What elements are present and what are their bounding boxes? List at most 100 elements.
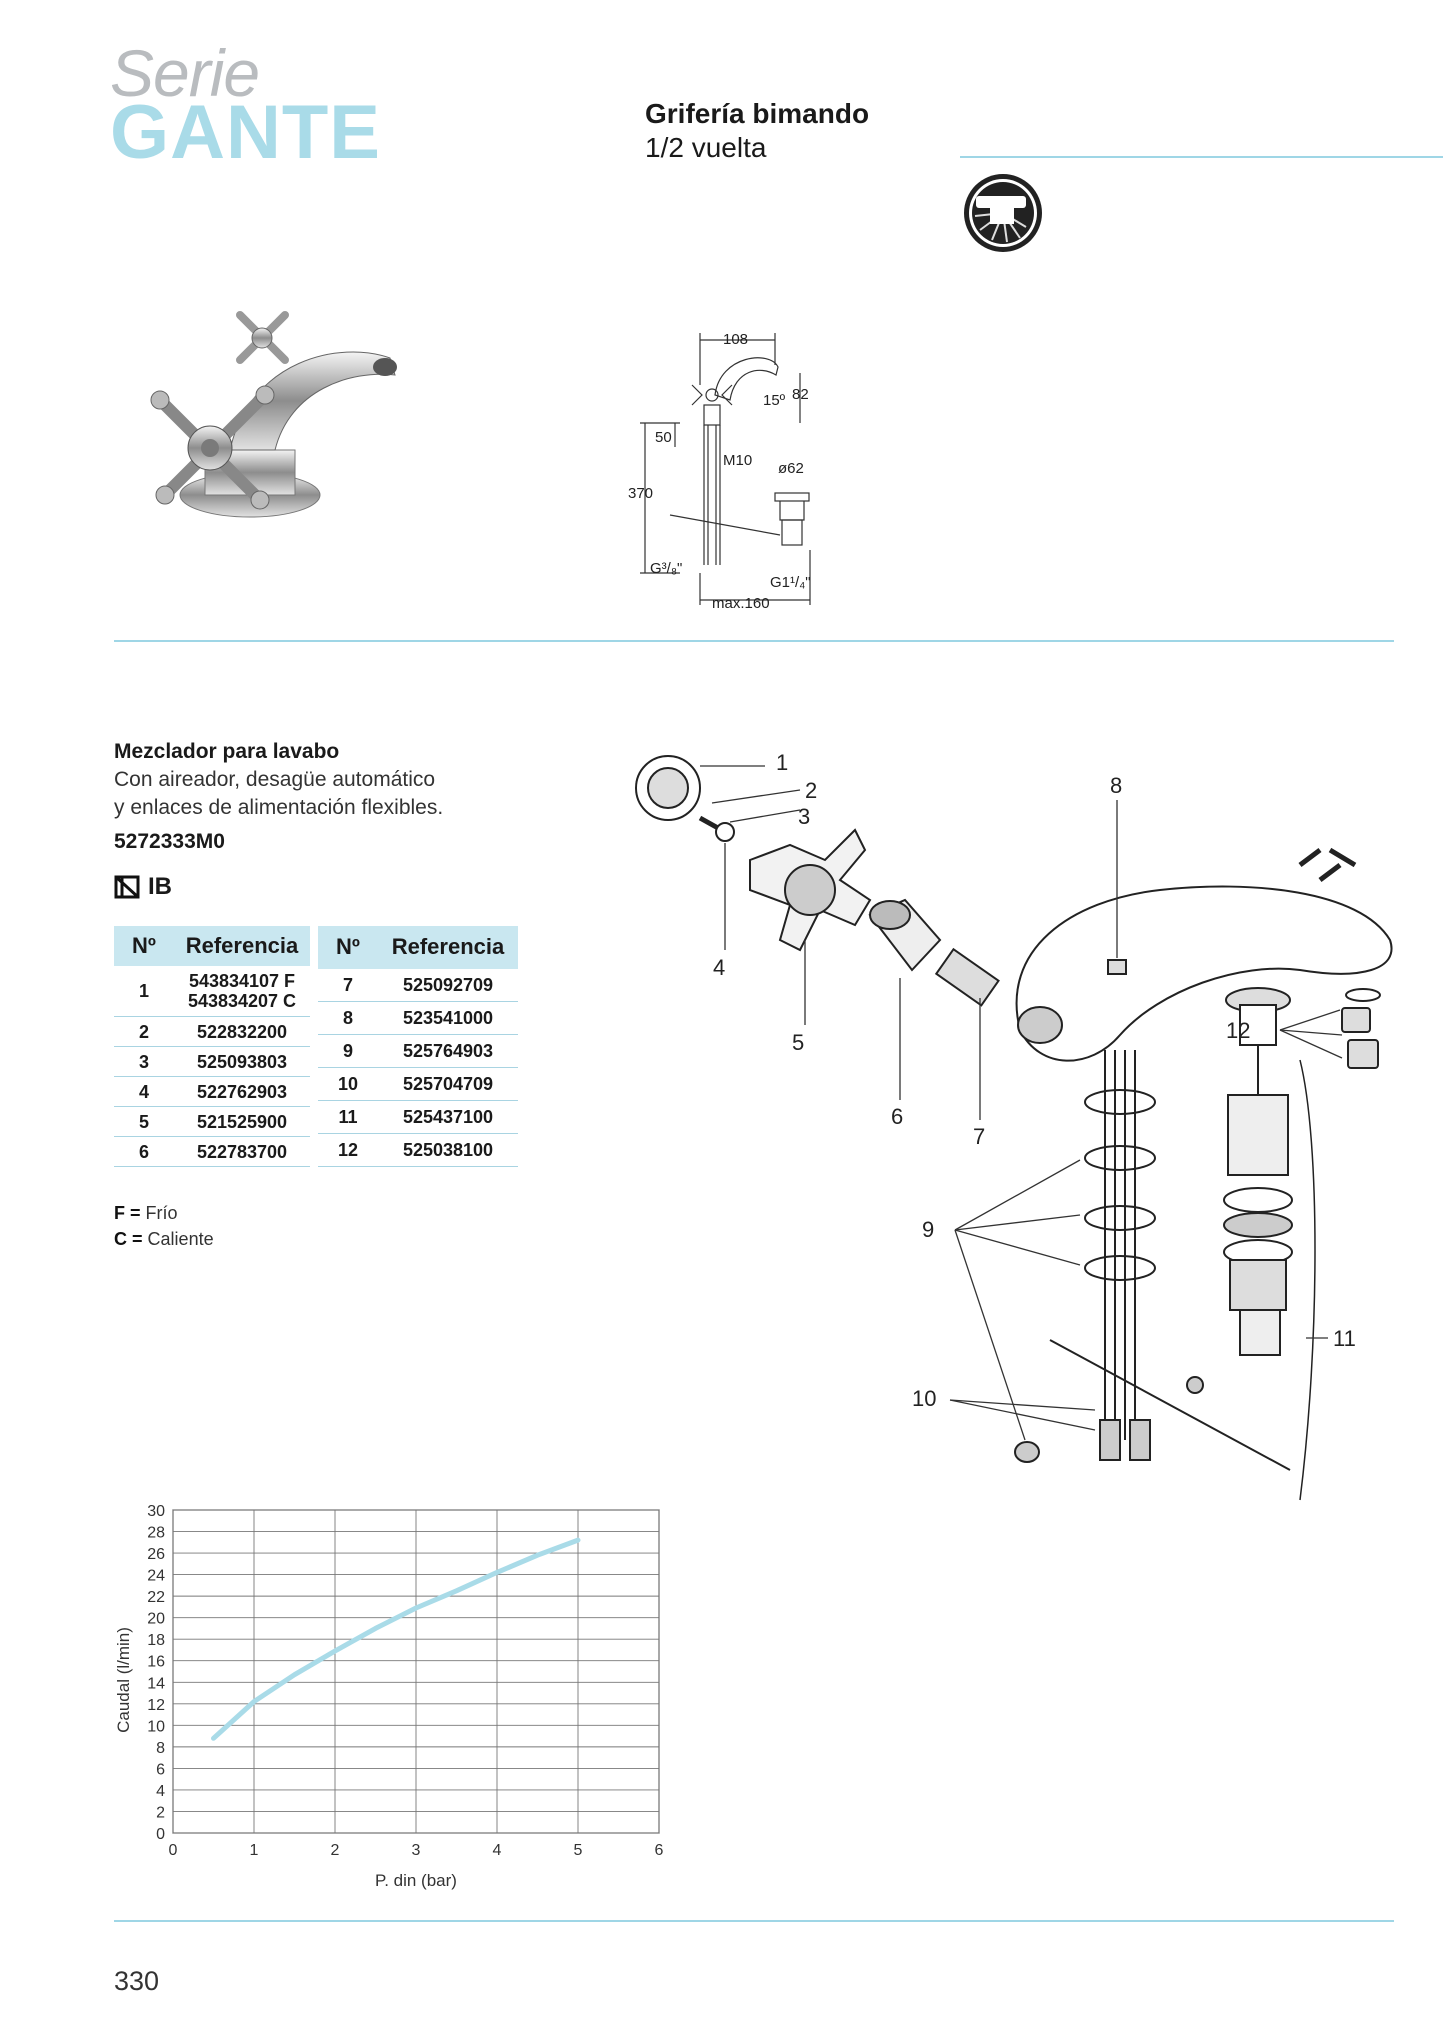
callout-2: 2 <box>805 778 817 803</box>
reference-table: Nº Referencia 1 543834107 F 543834207 C … <box>114 926 518 1167</box>
cell-n: 6 <box>114 1137 174 1167</box>
y-tick-label: 12 <box>147 1697 165 1714</box>
cell-n: 8 <box>318 1002 378 1035</box>
description-line: y enlaces de alimentación flexibles. <box>114 796 444 819</box>
cell-ref: 522762903 <box>174 1077 310 1107</box>
series-word: Serie <box>110 36 260 110</box>
col-header-ref: Referencia <box>174 926 310 966</box>
callout-10: 10 <box>912 1386 936 1411</box>
callout-6: 6 <box>891 1104 903 1129</box>
callout-8: 8 <box>1110 773 1122 798</box>
callout-3: 3 <box>798 804 810 829</box>
dim-g38: G³/₈" <box>650 560 682 577</box>
cell-n: 1 <box>114 966 174 1017</box>
dimension-drawing: 108 15º 82 50 M10 ø62 370 G³/₈" G1¹/₄" m… <box>628 331 811 612</box>
series-line <box>211 1537 581 1741</box>
dim-angle: 15º <box>763 392 786 409</box>
series-name: GANTE <box>110 90 381 175</box>
chart-series <box>211 1537 581 1741</box>
page-subtitle: 1/2 vuelta <box>645 132 767 163</box>
dim-g114: G1¹/₄" <box>770 574 811 591</box>
y-tick-label: 0 <box>156 1826 165 1843</box>
y-tick-label: 6 <box>156 1761 165 1778</box>
ref-value: 543834107 F <box>188 971 296 991</box>
cell-n: 7 <box>318 969 378 1002</box>
ib-label: IB <box>148 873 172 900</box>
callout-4: 4 <box>713 955 725 980</box>
cell-ref: 522832200 <box>174 1017 310 1047</box>
y-tick-label: 14 <box>147 1675 165 1692</box>
y-tick-label: 20 <box>147 1611 165 1628</box>
dim-m10: M10 <box>723 452 752 469</box>
product-description: Con aireador, desagüe automático y enlac… <box>114 766 443 822</box>
cell-ref: 525092709 <box>378 969 518 1002</box>
cell-ref: 525704709 <box>378 1068 518 1101</box>
dim-62: ø62 <box>778 460 804 477</box>
cell-n: 10 <box>318 1068 378 1101</box>
y-tick-label: 8 <box>156 1740 165 1757</box>
x-tick-label: 5 <box>574 1842 583 1859</box>
dim-82: 82 <box>792 386 809 403</box>
y-tick-label: 18 <box>147 1632 165 1649</box>
x-tick-label: 0 <box>169 1842 178 1859</box>
cell-n: 12 <box>318 1134 378 1167</box>
y-tick-label: 28 <box>147 1525 165 1542</box>
dim-370: 370 <box>628 485 653 502</box>
callout-5: 5 <box>792 1030 804 1055</box>
y-tick-label: 26 <box>147 1546 165 1563</box>
col-header-ref: Referencia <box>378 926 518 969</box>
x-axis-label: P. din (bar) <box>375 1871 457 1890</box>
description-line: Con aireador, desagüe automático <box>114 768 436 791</box>
callout-11: 11 <box>1333 1326 1356 1351</box>
cell-ref: 522783700 <box>174 1137 310 1167</box>
legend-item: F = Frío <box>114 1203 178 1223</box>
callout-1: 1 <box>776 750 788 775</box>
footer-rule <box>114 1920 1394 1922</box>
cell-n: 9 <box>318 1035 378 1068</box>
y-tick-label: 4 <box>156 1783 165 1800</box>
col-header-n: Nº <box>318 926 378 969</box>
x-tick-label: 3 <box>412 1842 421 1859</box>
cell-n: 5 <box>114 1107 174 1137</box>
x-tick-label: 2 <box>331 1842 340 1859</box>
table-row: 1 543834107 F 543834207 C <box>114 966 310 1017</box>
section-rule <box>114 640 1394 642</box>
ib-badge: IB <box>114 873 172 901</box>
box-icon <box>114 875 140 899</box>
y-axis-label: Caudal (l/min) <box>114 1627 133 1733</box>
cell-ref: 525437100 <box>378 1101 518 1134</box>
page-number: 330 <box>114 1966 160 1996</box>
x-tick-label: 1 <box>250 1842 259 1859</box>
legend: F = Frío C = Caliente <box>114 1200 214 1252</box>
y-tick-label: 10 <box>147 1718 165 1735</box>
exploded-view-diagram: 1 2 3 4 5 6 7 8 9 10 11 12 <box>635 750 1393 1501</box>
y-tick-label: 24 <box>147 1568 165 1585</box>
legend-item: C = Caliente <box>114 1229 214 1249</box>
reference-table-left: Nº Referencia 1 543834107 F 543834207 C … <box>114 926 310 1167</box>
cell-n: 11 <box>318 1101 378 1134</box>
callout-7: 7 <box>973 1124 985 1149</box>
product-name: Mezclador para lavabo <box>114 740 340 763</box>
cell-n: 4 <box>114 1077 174 1107</box>
chart-grid <box>172 1509 660 1834</box>
dim-50: 50 <box>655 429 672 446</box>
cell-ref: 521525900 <box>174 1107 310 1137</box>
cell-n: 2 <box>114 1017 174 1047</box>
half-turn-icon <box>964 174 1042 252</box>
y-tick-label: 22 <box>147 1589 165 1606</box>
